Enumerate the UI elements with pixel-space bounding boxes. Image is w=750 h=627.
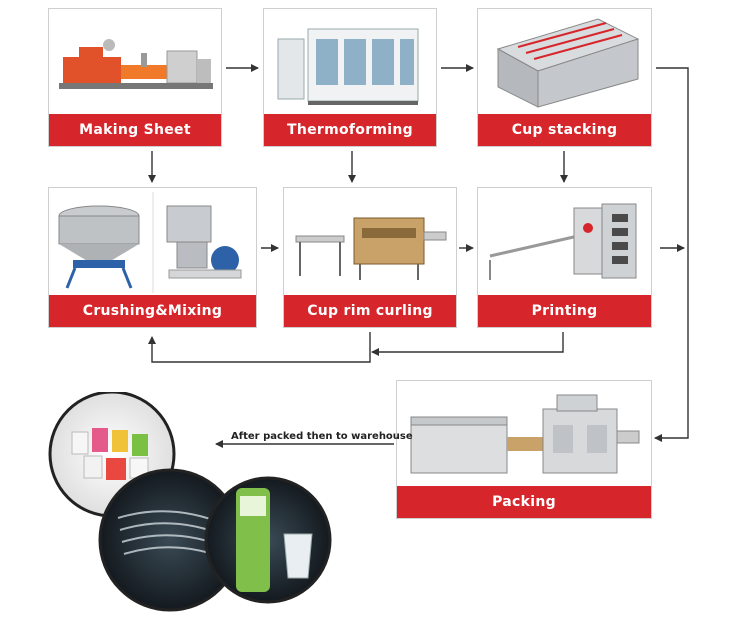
step-label-making-sheet: Making Sheet [49,114,221,146]
arrow-curling-back-to-crushing [148,332,371,363]
step-cup-rim-curling: Cup rim curling [283,187,457,328]
step-printing: Printing [477,187,652,328]
rim-curling-machine-image [295,217,447,280]
step-thermoforming: Thermoforming [263,8,437,147]
finished-products-image [48,392,332,612]
packing-machine-image [410,394,640,474]
cup-stacking-machine-image [496,18,640,108]
step-crushing-mixing: Crushing&Mixing [48,187,257,328]
step-label-thermoforming: Thermoforming [264,114,436,146]
step-cup-stacking: Cup stacking [477,8,652,147]
step-label-cup-rim-curling: Cup rim curling [284,295,456,327]
step-label-packing: Packing [397,486,651,518]
arrow-printing-back [371,332,564,356]
crusher-mixer-image [58,192,242,293]
step-label-crushing-mixing: Crushing&Mixing [49,295,256,327]
step-packing: Packing [396,380,652,519]
step-making-sheet: Making Sheet [48,8,222,147]
sheet-extruder-image [59,39,213,89]
step-label-cup-stacking: Cup stacking [478,114,651,146]
warehouse-note: After packed then to warehouse [231,431,413,442]
arrow-stacking-to-packing [654,67,689,442]
thermoforming-machine-image [277,28,419,105]
step-label-printing: Printing [478,295,651,327]
printing-machine-image [489,203,637,280]
